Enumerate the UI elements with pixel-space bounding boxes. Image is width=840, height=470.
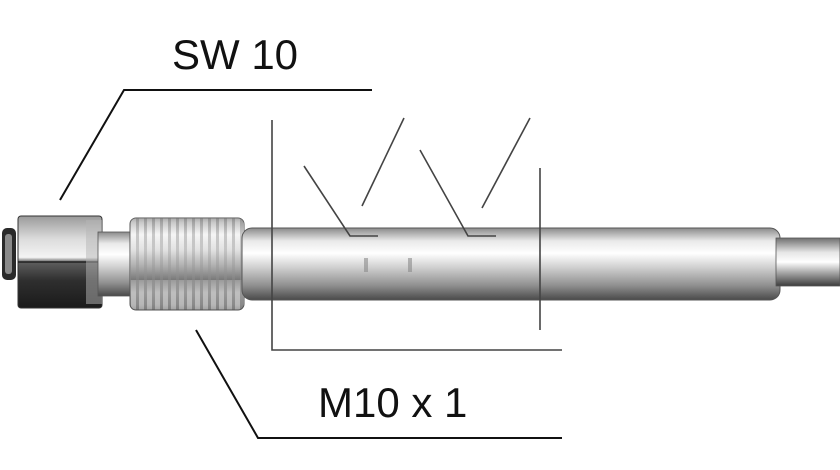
body-marking <box>364 258 412 272</box>
threaded-section <box>129 217 245 311</box>
terminal-end <box>2 228 16 280</box>
frame-lines <box>271 117 562 351</box>
chevron-2 <box>419 149 496 237</box>
wrench-size-label: SW 10 <box>172 31 299 78</box>
collar <box>97 231 133 297</box>
diagonal-1 <box>361 117 405 207</box>
thread-leader-line <box>195 329 562 439</box>
chevron-1 <box>303 165 378 237</box>
bracket-frame <box>271 120 562 351</box>
hex-nut <box>17 215 103 309</box>
glow-plug-body <box>241 227 781 301</box>
sw-leader-line <box>59 89 372 201</box>
heater-tip <box>775 237 840 287</box>
thread-spec-label: M10 x 1 <box>318 379 468 426</box>
leader-lines <box>59 89 562 439</box>
diagonal-2 <box>481 117 531 209</box>
